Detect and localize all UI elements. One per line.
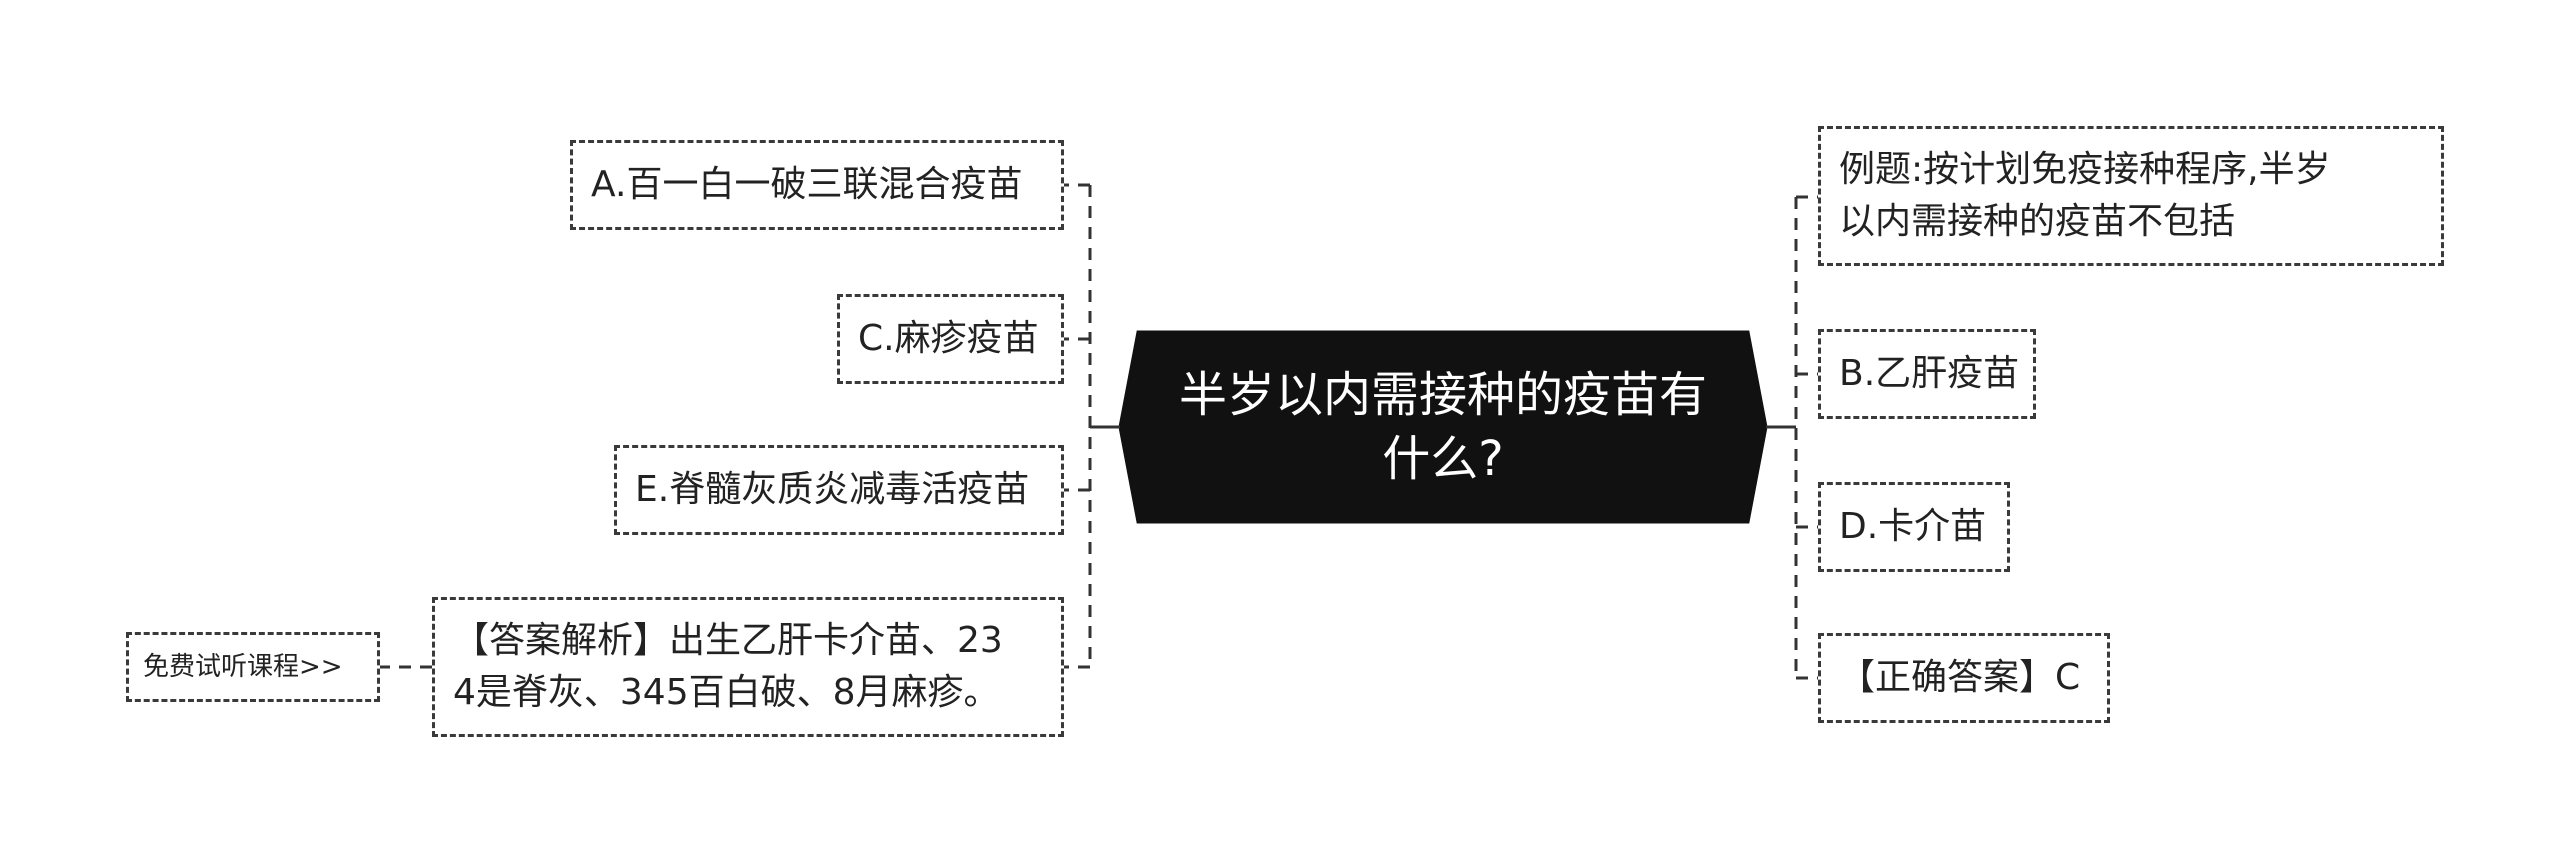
central-topic-line2: 什么? [1382, 431, 1504, 487]
left-node-option-a-label: A.百一白一破三联混合疫苗 [591, 164, 1023, 205]
right-node-option-b-label: B.乙肝疫苗 [1839, 353, 2020, 394]
left-node-answer-explanation[interactable]: 【答案解析】出生乙肝卡介苗、23 4是脊灰、345百白破、8月麻疹。 [432, 597, 1064, 737]
answer-explanation-line2: 4是脊灰、345百白破、8月麻疹。 [453, 672, 1000, 713]
left-node-option-e-label: E.脊髓灰质炎减毒活疫苗 [635, 469, 1030, 510]
answer-explanation-line1: 【答案解析】出生乙肝卡介苗、23 [453, 620, 1003, 661]
right-node-correct-answer[interactable]: 【正确答案】C [1818, 633, 2110, 723]
left-node-option-c-label: C.麻疹疫苗 [858, 318, 1039, 359]
free-course-link[interactable]: 免费试听课程>> [126, 632, 380, 702]
right-node-question[interactable]: 例题:按计划免疫接种程序,半岁 以内需接种的疫苗不包括 [1818, 126, 2444, 266]
central-topic-line1: 半岁以内需接种的疫苗有 [1178, 367, 1707, 423]
left-node-option-a[interactable]: A.百一白一破三联混合疫苗 [570, 140, 1064, 230]
question-line1: 例题:按计划免疫接种程序,半岁 [1839, 149, 2331, 190]
right-node-option-b[interactable]: B.乙肝疫苗 [1818, 329, 2036, 419]
central-topic[interactable]: 半岁以内需接种的疫苗有 什么? [1140, 335, 1746, 519]
left-connectors [380, 183, 1120, 669]
right-node-option-d-label: D.卡介苗 [1839, 506, 1987, 547]
right-node-option-d[interactable]: D.卡介苗 [1818, 482, 2010, 572]
question-line2: 以内需接种的疫苗不包括 [1839, 201, 2236, 242]
left-node-option-c[interactable]: C.麻疹疫苗 [837, 294, 1064, 384]
left-node-option-e[interactable]: E.脊髓灰质炎减毒活疫苗 [614, 445, 1064, 535]
right-connectors [1766, 195, 1818, 680]
free-course-link-label: 免费试听课程>> [143, 652, 343, 682]
right-node-correct-answer-label: 【正确答案】C [1839, 657, 2081, 698]
